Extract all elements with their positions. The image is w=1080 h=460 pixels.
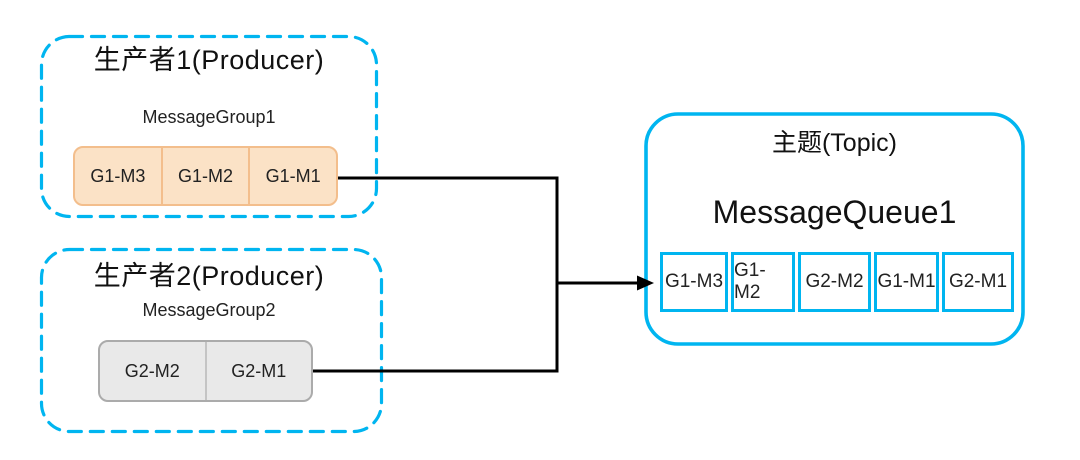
message-cell: G1-M3: [75, 148, 163, 204]
message-cell: G1-M1: [265, 165, 321, 186]
arrowhead-icon: [637, 275, 654, 291]
queue-cell: G2-M1: [942, 252, 1014, 312]
message-queue: G1-M3 G1-M2 G2-M2 G1-M1 G2-M1: [660, 252, 1014, 312]
message-cell: G1-M2: [163, 148, 251, 204]
producer1-message-group: G1-M3 G1-M2 G1-M1: [73, 146, 338, 206]
producer2-group-label: MessageGroup2: [142, 300, 276, 320]
message-cell: G2-M1: [231, 360, 287, 381]
topic-title: 主题(Topic): [771, 129, 897, 157]
queue-cell: G1-M1: [874, 252, 939, 312]
producer2-message-group: G2-M2 G2-M1: [98, 340, 313, 402]
message-cell: G2-M2: [100, 342, 207, 400]
producer1-title: 生产者1(Producer): [93, 45, 325, 75]
queue-cell: G1-M2: [731, 252, 795, 312]
producer2-title: 生产者2(Producer): [93, 261, 325, 291]
producer1-group-label: MessageGroup1: [142, 107, 276, 127]
queue-cell: G1-M3: [660, 252, 728, 312]
queue-cell: G2-M2: [798, 252, 871, 312]
message-queue-label: MessageQueue1: [712, 194, 957, 230]
